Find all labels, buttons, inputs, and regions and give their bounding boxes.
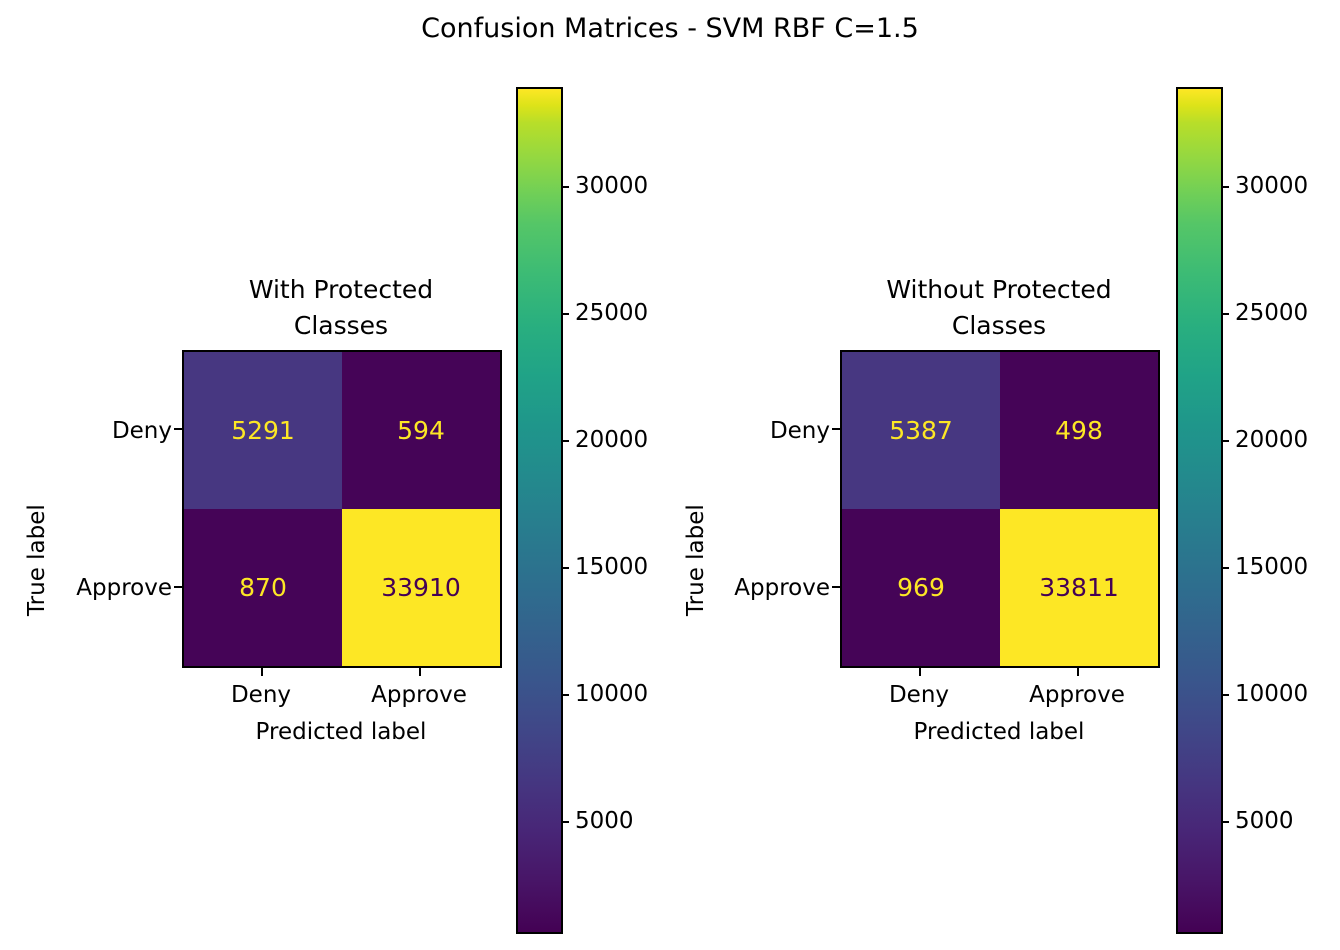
colorbar-tick-label-15000-right: 15000 (1235, 554, 1309, 580)
colorbar-tick-mark-25000-right (1221, 313, 1229, 315)
x-axis-title-left: Predicted label (255, 719, 427, 745)
colorbar-tick-mark-5000-left (561, 821, 569, 823)
matrix-cell-deny-approve-right: 498 (1000, 352, 1158, 509)
colorbar-tick-mark-20000-right (1221, 440, 1229, 442)
y-tick-mark-approve-right (832, 586, 840, 588)
colorbar-gradient-right (1178, 89, 1221, 932)
panel-title-line-1-right: Without Protected (886, 275, 1112, 304)
x-tick-mark-approve-right (1077, 668, 1079, 676)
colorbar-tick-mark-25000-left (561, 313, 569, 315)
x-axis-title-right: Predicted label (913, 719, 1085, 745)
panel-title-without-protected: Without Protected Classes (820, 272, 1178, 344)
colorbar-tick-label-25000-right: 25000 (1235, 300, 1309, 326)
matrix-cell-deny-deny-right: 5387 (842, 352, 1000, 509)
colorbar-left (516, 87, 563, 934)
y-tick-mark-approve-left (174, 586, 182, 588)
colorbar-right (1176, 87, 1223, 934)
colorbar-tick-label-15000-left: 15000 (575, 554, 649, 580)
colorbar-tick-mark-20000-left (561, 440, 569, 442)
panel-title-line-1: With Protected (248, 275, 434, 304)
colorbar-tick-mark-30000-right (1221, 186, 1229, 188)
colorbar-tick-label-20000-right: 20000 (1235, 427, 1309, 453)
y-tick-mark-deny-right (832, 428, 840, 430)
colorbar-tick-label-5000-right: 5000 (1235, 808, 1294, 834)
figure-suptitle: Confusion Matrices - SVM RBF C=1.5 (421, 13, 919, 44)
x-tick-label-approve-right: Approve (1029, 682, 1125, 708)
y-tick-label-deny-left: Deny (111, 418, 172, 444)
y-tick-label-approve-right: Approve (734, 575, 830, 601)
colorbar-tick-mark-10000-right (1221, 694, 1229, 696)
x-tick-mark-deny-left (261, 668, 263, 676)
panel-title-line-2: Classes (293, 311, 389, 340)
colorbar-tick-label-30000-left: 30000 (575, 173, 649, 199)
matrix-cell-approve-deny: 870 (184, 509, 342, 666)
confusion-matrix-with-protected: 5291 594 870 33910 (182, 350, 502, 668)
colorbar-tick-mark-15000-left (561, 567, 569, 569)
matrix-cell-deny-approve: 594 (342, 352, 500, 509)
x-tick-mark-approve-left (419, 668, 421, 676)
colorbar-tick-mark-5000-right (1221, 821, 1229, 823)
matrix-cell-deny-deny: 5291 (184, 352, 342, 509)
y-tick-mark-deny-left (174, 428, 182, 430)
colorbar-tick-label-20000-left: 20000 (575, 427, 649, 453)
x-tick-label-deny-right: Deny (888, 682, 950, 708)
colorbar-tick-label-30000-right: 30000 (1235, 173, 1309, 199)
colorbar-tick-label-10000-right: 10000 (1235, 681, 1309, 707)
matrix-cell-approve-approve-right: 33811 (1000, 509, 1158, 666)
colorbar-gradient-left (518, 89, 561, 932)
y-tick-label-deny-right: Deny (769, 418, 830, 444)
matrix-cell-approve-deny-right: 969 (842, 509, 1000, 666)
colorbar-tick-label-25000-left: 25000 (575, 300, 649, 326)
colorbar-tick-label-5000-left: 5000 (575, 808, 634, 834)
colorbar-tick-mark-15000-right (1221, 567, 1229, 569)
matrix-cell-approve-approve: 33910 (342, 509, 500, 666)
y-tick-label-approve-left: Approve (76, 575, 172, 601)
panel-title-line-2-right: Classes (951, 311, 1047, 340)
colorbar-tick-mark-10000-left (561, 694, 569, 696)
x-tick-label-deny-left: Deny (230, 682, 292, 708)
colorbar-tick-label-10000-left: 10000 (575, 681, 649, 707)
x-tick-mark-deny-right (919, 668, 921, 676)
confusion-matrix-without-protected: 5387 498 969 33811 (840, 350, 1160, 668)
panel-title-with-protected: With Protected Classes (182, 272, 500, 344)
x-tick-label-approve-left: Approve (371, 682, 467, 708)
colorbar-tick-mark-30000-left (561, 186, 569, 188)
